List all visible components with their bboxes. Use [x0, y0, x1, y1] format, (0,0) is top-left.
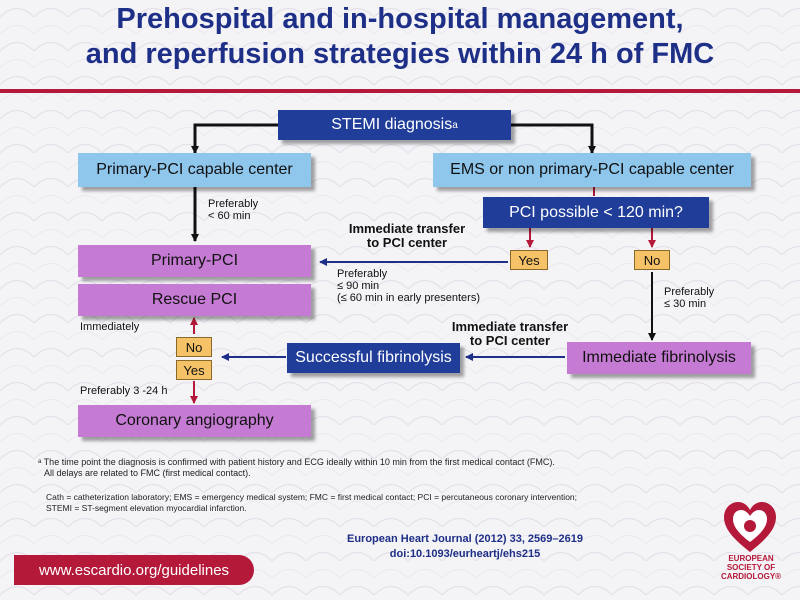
coronary-angiography-label: Coronary angiography: [115, 412, 274, 429]
no-answer-box-mid: No: [176, 337, 212, 357]
pref-30-line-1: Preferably: [664, 286, 715, 298]
yes-top-label: Yes: [518, 252, 540, 268]
immediate-fibrinolysis-box: Immediate fibrinolysis: [567, 342, 751, 374]
pci-possible-label: PCI possible < 120 min?: [509, 203, 683, 221]
arrow-stemi-to-primary-center: [191, 123, 278, 154]
pref-60-line-2: < 60 min: [208, 210, 251, 222]
pci-possible-box: PCI possible < 120 min?: [483, 197, 709, 228]
arrow-stemi-to-ems: [511, 123, 596, 154]
logo-line-3: CARDIOLOGY®: [720, 572, 782, 581]
heart-logo-icon: [724, 502, 776, 552]
immediately-text: Immediately: [80, 321, 140, 333]
footnote-a-line-2: All delays are related to FMC (first med…: [44, 468, 251, 478]
transfer-bottom-line-1: Immediate transfer: [451, 319, 569, 334]
transfer-top-line-2: to PCI center: [366, 235, 448, 250]
pref-90-line-1: Preferably: [337, 268, 388, 280]
pref-90-line-3: (≤ 60 min in early presenters): [337, 292, 480, 304]
pref-60-label: Preferably < 60 min: [208, 198, 258, 222]
primary-pci-label: Primary-PCI: [150, 252, 239, 269]
abbreviations-line-1: Cath = catheterization laboratory; EMS =…: [46, 492, 578, 502]
ems-center-box: EMS or non primary-PCI capable center: [433, 153, 751, 187]
abbreviations-note: Cath = catheterization laboratory; EMS =…: [46, 492, 577, 514]
successful-fibrinolysis-label: Successful fibrinolysis: [295, 349, 452, 366]
pref-90-line-2: ≤ 90 min: [337, 280, 380, 292]
immediate-fibrinolysis-label: Immediate fibrinolysis: [582, 349, 736, 366]
title-line-2: and reperfusion strategies within 24 h o…: [85, 38, 715, 70]
transfer-label-bottom: Immediate transfer to PCI center: [440, 320, 580, 348]
yes-answer-box-top: Yes: [510, 250, 548, 270]
pref-60-line-1: Preferably: [208, 198, 259, 210]
pref-30-line-2: ≤ 30 min: [664, 298, 707, 310]
journal-reference-line-1: European Heart Journal (2012) 33, 2569–2…: [346, 533, 583, 545]
rescue-pci-box: Rescue PCI: [78, 284, 311, 316]
pref-30-label: Preferably ≤ 30 min: [664, 286, 714, 310]
esc-logo-text: EUROPEAN SOCIETY OF CARDIOLOGY®: [706, 554, 796, 581]
successful-fibrinolysis-box: Successful fibrinolysis: [287, 343, 460, 373]
logo-line-1: EUROPEAN: [728, 554, 774, 563]
primary-pci-capable-center-label: Primary-PCI capable center: [96, 161, 293, 178]
guidelines-url-text[interactable]: www.escardio.org/guidelines: [38, 561, 230, 579]
guidelines-url-link[interactable]: www.escardio.org/guidelines: [14, 555, 254, 585]
journal-reference-line-2: doi:10.1093/eurheartj/ehs215: [389, 548, 541, 560]
stemi-diagnosis-label: STEMI diagnosis: [331, 116, 453, 133]
footnote-a: ᵃ The time point the diagnosis is confir…: [38, 457, 555, 479]
no-top-label: No: [643, 252, 661, 268]
pref-90-label: Preferably ≤ 90 min (≤ 60 min in early p…: [337, 268, 480, 304]
journal-reference: European Heart Journal (2012) 33, 2569–2…: [300, 532, 630, 562]
yes-mid-label: Yes: [183, 362, 205, 378]
coronary-angiography-box: Coronary angiography: [78, 405, 311, 437]
pref-3-24-label: Preferably 3 -24 h: [80, 385, 167, 397]
primary-pci-box: Primary-PCI: [78, 245, 311, 277]
transfer-top-line-1: Immediate transfer: [348, 221, 466, 236]
title-divider: [0, 89, 800, 93]
no-answer-box-top: No: [634, 250, 670, 270]
footnote-a-line-1: ᵃ The time point the diagnosis is confir…: [38, 457, 555, 467]
immediately-label: Immediately: [80, 321, 139, 333]
primary-pci-capable-center-box: Primary-PCI capable center: [78, 153, 311, 187]
no-mid-label: No: [185, 339, 203, 355]
title-line-1: Prehospital and in-hospital management,: [116, 3, 684, 35]
rescue-pci-label: Rescue PCI: [151, 291, 238, 308]
ems-center-label: EMS or non primary-PCI capable center: [450, 161, 734, 178]
logo-line-2: SOCIETY OF: [726, 563, 776, 572]
transfer-bottom-line-2: to PCI center: [469, 333, 551, 348]
transfer-label-top: Immediate transfer to PCI center: [332, 222, 482, 250]
slide-title: Prehospital and in-hospital management, …: [0, 2, 800, 72]
abbreviations-line-2: STEMI = ST-segment elevation myocardial …: [46, 503, 247, 513]
pref-3-24-text: Preferably 3 -24 h: [80, 385, 168, 397]
yes-answer-box-mid: Yes: [176, 360, 212, 380]
stemi-footnote-marker: a: [452, 119, 458, 131]
